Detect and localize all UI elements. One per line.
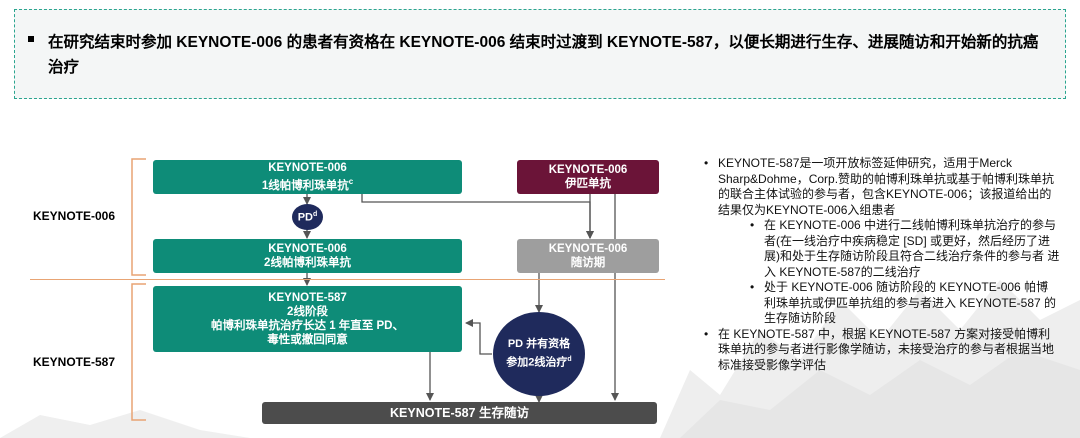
circle-eligible-line2: 参加2线治疗d xyxy=(506,352,571,371)
box-second-line-title: KEYNOTE-006 xyxy=(268,243,347,255)
box-ipi-title: KEYNOTE-006 xyxy=(548,164,628,176)
pd-circle: PDd xyxy=(292,204,323,230)
circle-eligible-text: 参加2线治疗 xyxy=(506,356,568,369)
note-bullet-2: • 在 KEYNOTE-587 中，根据 KEYNOTE-587 方案对接受帕博… xyxy=(700,327,1060,374)
header-text: 在研究结束时参加 KEYNOTE-006 的患者有资格在 KEYNOTE-006… xyxy=(48,34,1039,76)
phase-divider xyxy=(30,279,665,280)
survival-bar-label: KEYNOTE-587 生存随访 xyxy=(390,406,529,420)
note-sub-bullet-1: • 在 KEYNOTE-006 中进行二线帕博利珠单抗治疗的参与者(在一线治疗中… xyxy=(700,218,1060,280)
box-second-line-subtitle: 2线帕博利珠单抗 xyxy=(264,257,351,269)
bracket-keynote-006 xyxy=(131,158,146,276)
box-keynote-006-second-line-pembrolizumab: KEYNOTE-006 2线帕博利珠单抗 xyxy=(153,239,462,273)
note-sub-text-1: 在 KEYNOTE-006 中进行二线帕博利珠单抗治疗的参与者(在一线治疗中疾病… xyxy=(764,218,1060,279)
box-587-title: KEYNOTE-587 xyxy=(268,292,347,304)
phase-label-keynote-587: KEYNOTE-587 xyxy=(33,355,116,369)
box-keynote-006-ipilimumab: KEYNOTE-006 伊匹单抗 xyxy=(517,160,659,194)
box-keynote-587-second-line-phase: KEYNOTE-587 2线阶段 帕博利珠单抗治疗长达 1 年直至 PD、 毒性… xyxy=(153,286,462,352)
box-first-line-subtitle: 1线帕博利珠单抗c xyxy=(153,175,462,193)
pd-text: PD xyxy=(297,211,313,224)
bullet-dot: • xyxy=(704,326,709,341)
note-bullet-1: • KEYNOTE-587是一项开放标签延伸研究，适用于Merck Sharp&… xyxy=(700,156,1060,218)
notes-panel: • KEYNOTE-587是一项开放标签延伸研究，适用于Merck Sharp&… xyxy=(700,156,1060,373)
box-587-stop-criteria: 毒性或撤回同意 xyxy=(267,334,348,346)
footnote-d-circle: d xyxy=(567,356,572,364)
note-text-1: KEYNOTE-587是一项开放标签延伸研究，适用于Merck Sharp&Do… xyxy=(718,156,1055,217)
box-ipi-subtitle: 伊匹单抗 xyxy=(565,178,611,190)
box-followup-title: KEYNOTE-006 xyxy=(548,243,628,255)
pd-eligible-second-line-circle: PD 并有资格 参加2线治疗d xyxy=(493,312,585,396)
header-banner xyxy=(14,9,1066,99)
note-sub-bullet-2: • 处于 KEYNOTE-006 随访阶段的 KEYNOTE-006 帕博利珠单… xyxy=(700,280,1060,327)
bracket-keynote-587 xyxy=(131,283,146,421)
footnote-c: c xyxy=(348,177,354,187)
bullet-dot: • xyxy=(704,156,709,170)
sub-bullet-dot: • xyxy=(750,280,755,294)
phase-label-keynote-006: KEYNOTE-006 xyxy=(33,209,116,223)
box-587-treatment: 帕博利珠单抗治疗长达 1 年直至 PD、 xyxy=(211,320,404,332)
header-bullet xyxy=(28,36,34,42)
box-587-phase: 2线阶段 xyxy=(287,306,328,318)
box-keynote-006-follow-up: KEYNOTE-006 随访期 xyxy=(517,239,659,273)
note-sub-text-2: 处于 KEYNOTE-006 随访阶段的 KEYNOTE-006 帕博利珠单抗或… xyxy=(764,280,1057,325)
footnote-d: d xyxy=(313,210,318,218)
box-first-line-title: KEYNOTE-006 xyxy=(268,162,347,175)
circle-eligible-line1: PD 并有资格 xyxy=(507,338,571,351)
first-line-label: 1线帕博利珠单抗 xyxy=(261,179,349,192)
box-keynote-006-first-line-pembrolizumab: KEYNOTE-006 1线帕博利珠单抗c xyxy=(153,160,462,194)
bar-keynote-587-survival-follow-up: KEYNOTE-587 生存随访 xyxy=(262,402,657,424)
pd-label: PDd xyxy=(298,211,318,224)
box-followup-subtitle: 随访期 xyxy=(570,257,606,269)
note-text-2: 在 KEYNOTE-587 中，根据 KEYNOTE-587 方案对接受帕博利珠… xyxy=(718,326,1055,372)
sub-bullet-dot: • xyxy=(750,218,755,232)
